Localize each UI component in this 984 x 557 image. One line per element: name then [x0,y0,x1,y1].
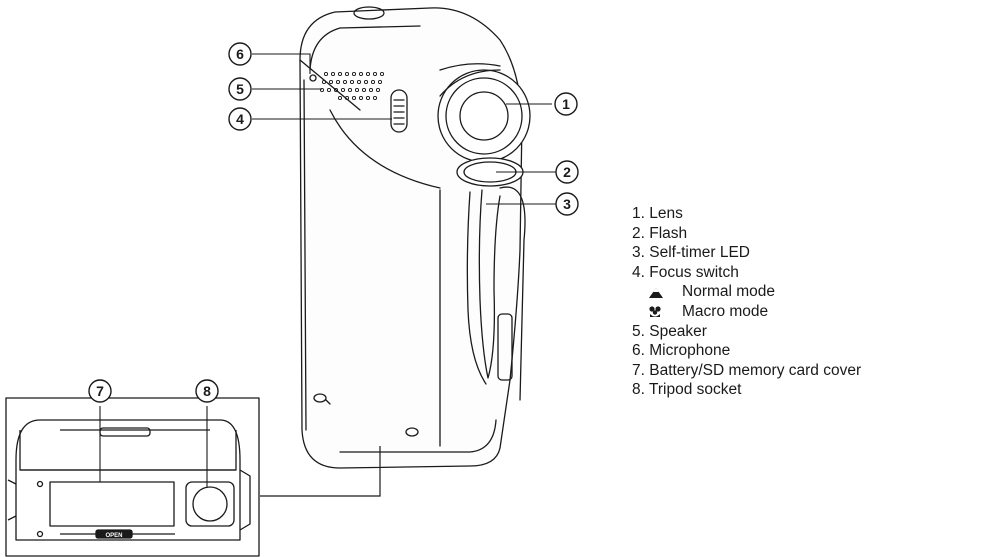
callout-7: 7 [96,383,104,399]
macro-mode-label: Macro mode [682,302,769,320]
callout-3: 3 [563,196,571,212]
legend-subitem-normal-mode: Normal mode [632,282,861,302]
legend-subitem-macro-mode: Macro mode [632,302,861,322]
callout-2: 2 [563,164,571,180]
battery-cover [49,481,175,527]
tripod-socket [192,486,228,522]
legend-item-flash: 2. Flash [632,224,688,242]
leader-line-6 [252,53,311,74]
flower-icon [649,306,661,317]
callouts [88,42,579,403]
callout-6: 6 [236,46,244,62]
parts-legend: 1. Lens 2. Flash 3. Self-timer LED 4. Fo… [632,204,861,400]
speaker-grille [319,71,385,101]
legend-item-self-timer-led: 3. Self-timer LED [632,244,751,262]
callout-4: 4 [236,111,244,127]
mountain-icon [649,288,663,299]
legend-item-tripod-socket: 8. Tripod socket [632,381,742,399]
legend-item-lens: 1. Lens [632,205,683,222]
callout-5: 5 [236,81,244,97]
legend-item-speaker: 5. Speaker [632,322,707,340]
legend-item-battery-cover: 7. Battery/SD memory card cover [632,361,862,379]
open-label: OPEN [105,533,122,539]
callout-1: 1 [562,96,570,112]
legend-item-focus-switch: 4. Focus switch [632,263,739,281]
focus-switch [390,89,408,133]
callout-8: 8 [203,383,211,399]
normal-mode-label: Normal mode [682,283,776,301]
inset-connector [260,446,381,497]
legend-item-microphone: 6. Microphone [632,342,731,360]
